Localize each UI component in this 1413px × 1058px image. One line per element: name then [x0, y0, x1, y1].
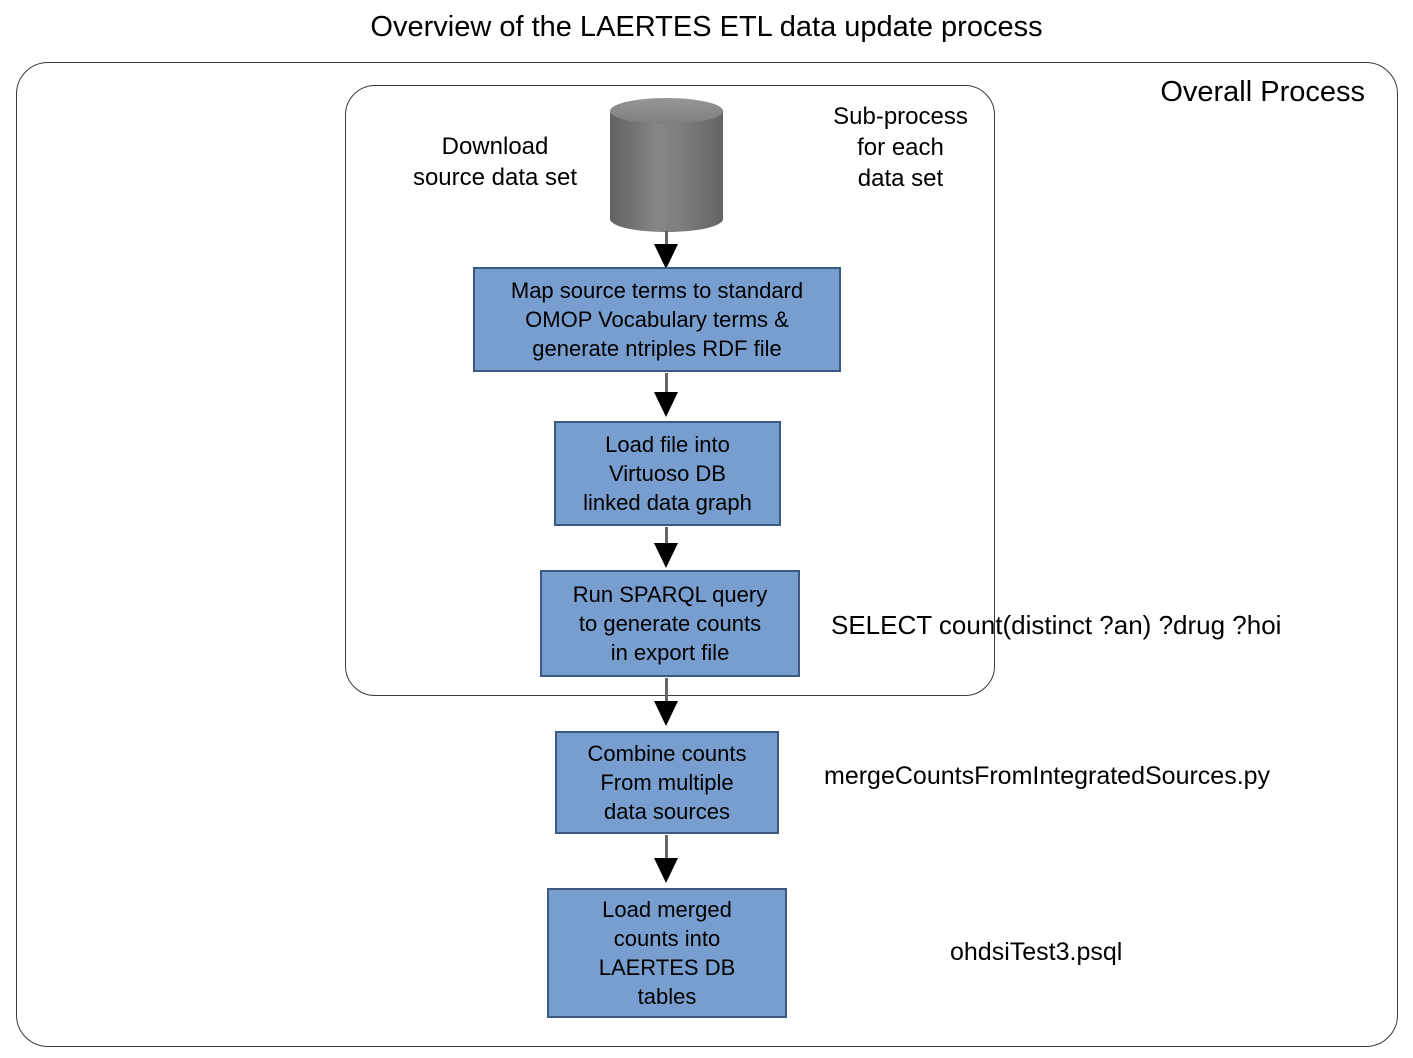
overall-process-label: Overall Process — [1160, 76, 1365, 108]
step-load-virtuoso: Load file into Virtuoso DB linked data g… — [554, 421, 781, 526]
sub-process-frame — [345, 85, 995, 696]
arrow-virtuoso-to-sparql — [653, 527, 679, 568]
overall-process-frame — [16, 62, 1398, 1047]
download-source-label: Download source data set — [412, 133, 578, 191]
psql-script-annotation: ohdsiTest3.psql — [950, 938, 1123, 966]
arrow-head-icon — [654, 543, 678, 568]
merge-script-annotation: mergeCountsFromIntegratedSources.py — [824, 762, 1271, 790]
arrow-shaft — [664, 231, 668, 244]
step-combine-counts: Combine counts From multiple data source… — [555, 731, 779, 834]
step-load-merged: Load merged counts into LAERTES DB table… — [547, 888, 787, 1018]
arrow-map-to-virtuoso — [653, 373, 679, 417]
arrow-combine-to-load — [653, 835, 679, 883]
arrow-shaft — [664, 527, 668, 543]
arrow-head-icon — [654, 244, 678, 269]
database-cylinder-icon — [610, 98, 723, 232]
arrow-cylinder-to-map — [653, 231, 679, 269]
step-map-terms: Map source terms to standard OMOP Vocabu… — [473, 267, 841, 372]
arrow-head-icon — [654, 858, 678, 883]
cylinder-top-cap — [610, 98, 723, 124]
step-run-sparql: Run SPARQL query to generate counts in e… — [540, 570, 800, 677]
diagram-title: Overview of the LAERTES ETL data update … — [370, 11, 1043, 43]
arrow-sparql-to-combine — [653, 678, 679, 726]
arrow-shaft — [664, 373, 668, 392]
sparql-query-annotation: SELECT count(distinct ?an) ?drug ?hoi — [831, 610, 1282, 640]
arrow-head-icon — [654, 701, 678, 726]
arrow-head-icon — [654, 392, 678, 417]
arrow-shaft — [664, 678, 668, 701]
arrow-shaft — [664, 835, 668, 858]
sub-process-label: Sub-process for each data set — [833, 103, 968, 192]
